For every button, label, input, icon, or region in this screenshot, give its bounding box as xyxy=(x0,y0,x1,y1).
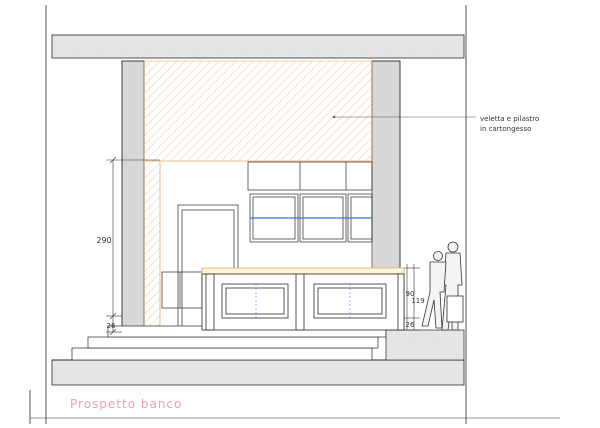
ceiling-slab xyxy=(51,34,465,59)
dim-total-height: 290 xyxy=(96,236,111,245)
annotation-line1: veletta e pilastro xyxy=(480,115,539,123)
dimension-left xyxy=(106,156,160,336)
annotation-leader xyxy=(332,115,476,119)
dim-base-right: 26 xyxy=(406,321,415,329)
people-figures xyxy=(421,241,464,331)
counter xyxy=(201,267,405,331)
sheet-frame xyxy=(29,5,560,424)
floor-steps xyxy=(71,325,465,361)
annotation-line2: in cartongesso xyxy=(480,125,531,133)
dim-counter-total: 119 xyxy=(411,297,424,305)
dimension-right xyxy=(404,264,420,331)
floor-slab xyxy=(51,359,465,386)
soffit-hatched xyxy=(143,60,373,332)
drawing-title: Prospetto banco xyxy=(70,397,182,411)
left-pillar xyxy=(121,60,145,333)
back-shelving xyxy=(159,160,373,332)
dim-base-left: 26 xyxy=(107,322,116,330)
dim-counter-height: 90 xyxy=(406,290,415,298)
